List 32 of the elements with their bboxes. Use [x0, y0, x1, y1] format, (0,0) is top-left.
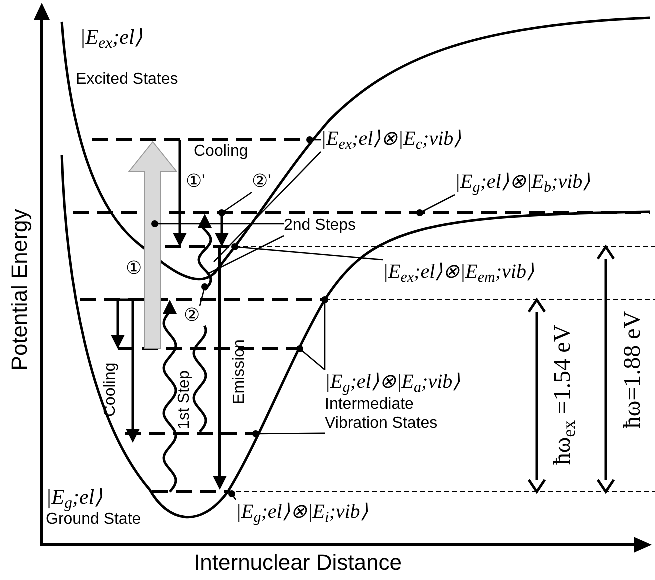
text-label: |E$_{g}$;el⟩	[46, 484, 103, 510]
text-label: Excited States	[76, 70, 178, 90]
state-label: |E$_{ex}$;el⟩⊗|E$_{em}$;vib⟩	[383, 260, 534, 285]
leader-line	[152, 220, 284, 228]
leader-line	[322, 296, 328, 370]
axis-label: Internuclear Distance	[194, 552, 402, 574]
text-label: 1st Step	[177, 370, 193, 430]
text-label: Emission	[232, 340, 248, 404]
text-label: ħω=1.88 eV	[621, 311, 645, 429]
text-label: Cooling	[194, 142, 248, 162]
leader-line	[416, 194, 456, 216]
state-label: |E$_{ex}$;el⟩⊗|E$_{c}$;vib⟩	[321, 127, 462, 152]
text-label: Ground State	[46, 511, 142, 530]
leader-line	[252, 430, 325, 438]
leader-line	[296, 346, 326, 370]
text-label: ②'	[252, 170, 272, 192]
leader-line	[232, 244, 384, 261]
text-label: ②	[184, 306, 200, 324]
text-label: |E$_{ex}$;el⟩	[80, 24, 143, 50]
leader-line	[228, 490, 237, 500]
text-label: Intermediate Vibration States	[325, 396, 439, 434]
state-label: |E$_{g}$;el⟩⊗|E$_{b}$;vib⟩	[455, 170, 591, 195]
leader-line	[306, 136, 321, 144]
leader-line	[218, 192, 252, 216]
state-label: |E$_{g}$;el⟩⊗|E$_{a}$;vib⟩	[325, 370, 462, 395]
text-label: ①'	[186, 170, 206, 192]
state-label: |E$_{g}$;el⟩⊗|E$_{i}$;vib⟩	[236, 500, 368, 525]
text-label: 2nd Steps	[284, 216, 356, 236]
leader-line	[214, 152, 322, 262]
axis-label: Potential Energy	[9, 209, 31, 371]
leader-line	[208, 235, 284, 275]
leader-line	[199, 284, 208, 306]
